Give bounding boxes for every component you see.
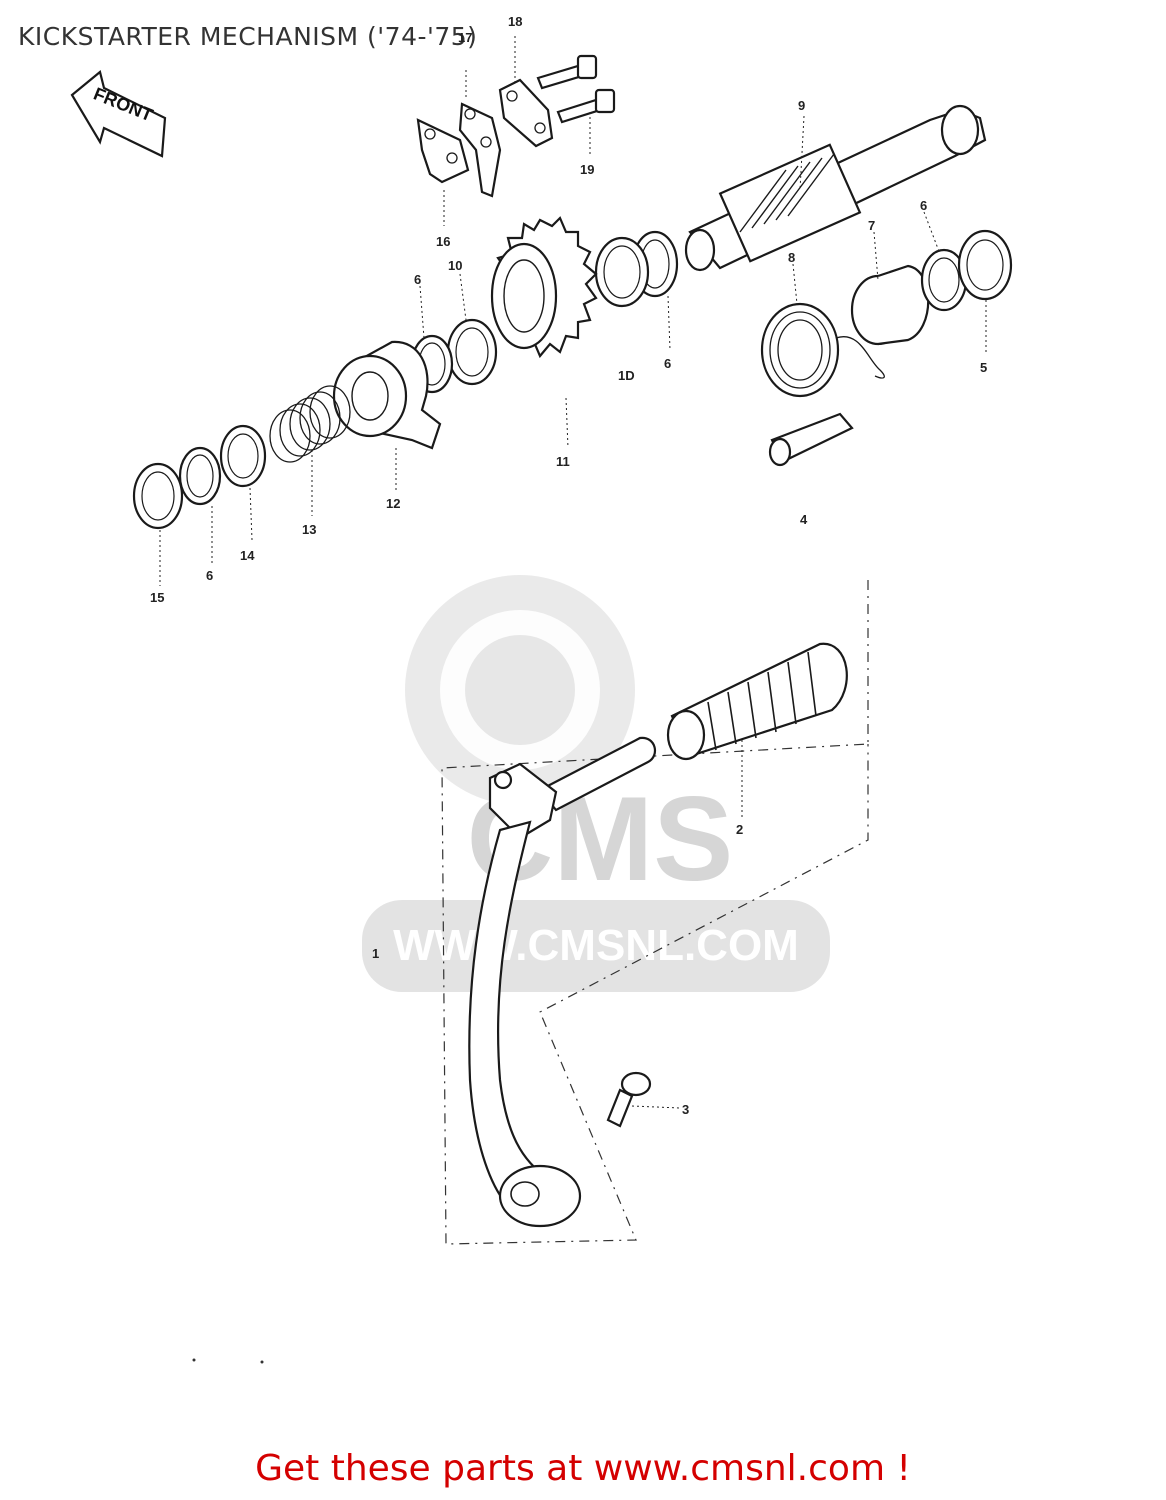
circlip-6-left xyxy=(178,446,222,506)
plate-18 xyxy=(498,78,554,148)
spring-13 xyxy=(269,385,351,463)
callout-2: 2 xyxy=(736,822,743,837)
callout-10-right: 1D xyxy=(618,368,635,383)
callout-3: 3 xyxy=(682,1102,689,1117)
assembly-boundary xyxy=(441,580,869,1245)
callout-19: 19 xyxy=(580,162,594,177)
torsion-spring-8 xyxy=(760,302,885,398)
exploded-diagram: CMS WWW.CMSNL.COM FRONT xyxy=(70,14,1013,1364)
callout-16: 16 xyxy=(436,234,450,249)
bolt-19 xyxy=(536,54,616,124)
watermark: CMS WWW.CMSNL.COM xyxy=(362,575,830,992)
gear-11 xyxy=(490,216,598,359)
callout-labels: 18 17 19 16 9 6 7 8 5 6 1D 10 6 11 4 12 … xyxy=(150,14,987,1117)
front-arrow-icon: FRONT xyxy=(70,70,167,158)
shaft-9 xyxy=(684,104,987,272)
callout-6-middle: 6 xyxy=(414,272,421,287)
watermark-url: WWW.CMSNL.COM xyxy=(393,921,799,970)
callout-6-left: 6 xyxy=(206,568,213,583)
callout-11: 11 xyxy=(556,454,570,469)
leader-lines xyxy=(159,36,987,1109)
callout-10-left: 10 xyxy=(448,258,462,273)
bracket-16 xyxy=(416,118,470,184)
callout-6-right: 6 xyxy=(920,198,927,213)
washer-14 xyxy=(219,424,267,488)
callout-9: 9 xyxy=(798,98,805,113)
washer-5 xyxy=(957,229,1013,301)
washer-10-left xyxy=(446,318,498,386)
washer-15 xyxy=(132,462,184,530)
callout-14: 14 xyxy=(240,548,255,563)
page-title: KICKSTARTER MECHANISM ('74-'75) xyxy=(18,22,478,51)
callout-12: 12 xyxy=(386,496,400,511)
bolt-3 xyxy=(606,1071,652,1128)
kick-lever-1 xyxy=(468,736,657,1228)
callout-6-upper: 6 xyxy=(664,356,671,371)
pin-4 xyxy=(768,412,854,467)
callout-15: 15 xyxy=(150,590,164,605)
callout-1: 1 xyxy=(372,946,379,961)
ratchet-12 xyxy=(332,340,442,450)
callout-18: 18 xyxy=(508,14,522,29)
kick-rubber-2 xyxy=(666,642,848,761)
callout-13: 13 xyxy=(302,522,316,537)
callout-5: 5 xyxy=(980,360,987,375)
bracket-17 xyxy=(458,102,502,198)
buy-parts-link[interactable]: Get these parts at www.cmsnl.com ! xyxy=(255,1448,911,1489)
washer-10-right xyxy=(594,236,650,308)
collar-7 xyxy=(850,264,930,346)
callout-8: 8 xyxy=(788,250,795,265)
callout-17: 17 xyxy=(458,30,472,45)
callout-7: 7 xyxy=(868,218,875,233)
circlip-6-right xyxy=(920,248,968,312)
callout-4: 4 xyxy=(800,512,808,527)
